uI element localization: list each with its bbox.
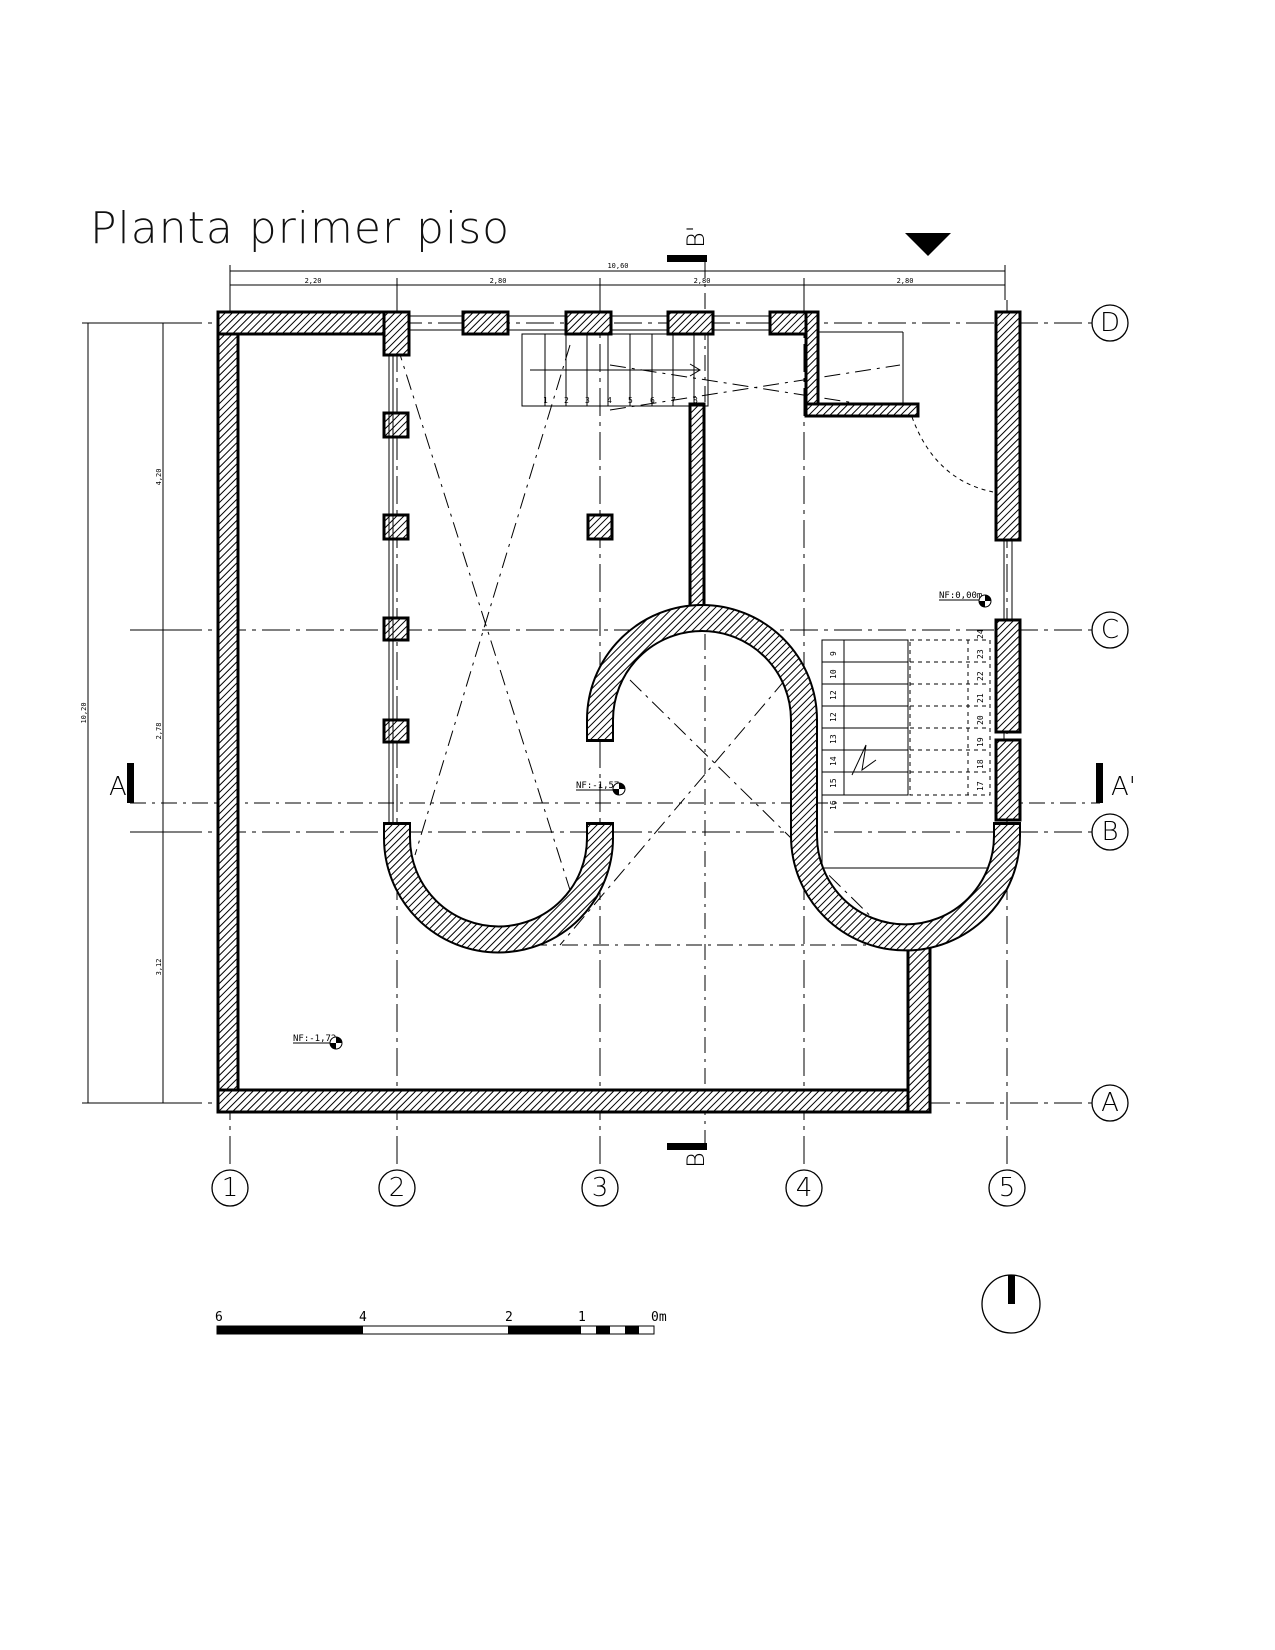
- dimension-left-segment: 4,20: [155, 469, 163, 486]
- scale-label: 6: [215, 1310, 223, 1325]
- grid-column-label: 3: [592, 1173, 609, 1203]
- grid-bubble: [378, 1169, 416, 1207]
- section-label-b-prime: B': [682, 226, 710, 248]
- grid-column-label: 2: [389, 1173, 406, 1203]
- dimension-left-overall: 10,20: [80, 702, 88, 723]
- dimension-overall: 10,60: [607, 262, 628, 270]
- dimension-segment: 2,20: [305, 277, 322, 285]
- section-arrow-left: [127, 763, 134, 803]
- level-label-middle: NF:-1,57: [576, 781, 619, 791]
- stair-number: 17: [976, 781, 985, 791]
- grid-column-label: 5: [999, 1173, 1016, 1203]
- stair-number: 5: [628, 396, 633, 405]
- stair-number: 22: [976, 671, 985, 681]
- grid-row-label: D: [1100, 308, 1120, 338]
- stair-number: 24: [976, 629, 985, 639]
- stair-number: 6: [650, 396, 655, 405]
- level-marker-entry: NF:0,00m: [939, 591, 992, 608]
- grid-bubble: [1091, 813, 1129, 851]
- section-line-a: A A': [109, 763, 1136, 804]
- curved-walls: [383, 604, 1021, 954]
- void-markings: [396, 331, 994, 946]
- stair-number: 20: [976, 715, 985, 725]
- grid-bubble: [1091, 1084, 1129, 1122]
- dimension-segment: 2,80: [490, 277, 507, 285]
- section-arrow-bottom: [667, 1143, 707, 1150]
- grid-row-label: A: [1101, 1088, 1119, 1118]
- dimension-segment: 2,80: [897, 277, 914, 285]
- stair-number: 13: [829, 734, 838, 744]
- grid-row-label: B: [1101, 817, 1118, 847]
- grid-row-label: C: [1101, 615, 1119, 645]
- stair-number: 14: [829, 756, 838, 766]
- top-dimension-chain: 10,60 2,20 2,80 2,80 2,80: [229, 262, 1006, 300]
- section-label-b: B: [682, 1152, 710, 1168]
- interior-walls: [688, 310, 920, 621]
- stair-number: 21: [976, 693, 985, 703]
- level-marker-lower: NF:-1,72: [293, 1034, 343, 1050]
- section-arrow-top: [667, 255, 707, 262]
- scale-label: 0m: [651, 1310, 667, 1325]
- stair-number: 18: [976, 759, 985, 769]
- grid-bubble: [1091, 611, 1129, 649]
- stair-number: 12: [829, 712, 838, 722]
- grid-bubble: [988, 1169, 1026, 1207]
- scale-label: 4: [359, 1310, 367, 1325]
- scale-bar: 6 4 2 1 0m: [215, 1310, 667, 1335]
- section-label-a-prime: A': [1111, 772, 1136, 802]
- stair-number: 16: [829, 800, 838, 810]
- dimension-left-segment: 3,12: [155, 959, 163, 976]
- scale-bar-segment: [625, 1326, 639, 1334]
- dimension-segment: 2,80: [694, 277, 711, 285]
- stair-number: 19: [976, 737, 985, 747]
- grid-column-label: 1: [222, 1173, 239, 1203]
- level-marker-middle: NF:-1,57: [576, 781, 626, 796]
- grid-bubble: [1091, 304, 1129, 342]
- stair-number: 3: [585, 396, 590, 405]
- level-label-lower: NF:-1,72: [293, 1034, 336, 1044]
- plan-title: Planta primer piso: [90, 203, 510, 254]
- columns: [382, 310, 817, 822]
- stair-number: 9: [829, 651, 838, 656]
- stair-number: 10: [829, 669, 838, 679]
- stair-number: 4: [607, 396, 612, 405]
- grid-row-bubbles: D C B A: [1091, 304, 1129, 1122]
- north-arrow-icon: [981, 1274, 1041, 1334]
- left-dimension-chain: 10,20 4,20 2,78 3,12: [80, 322, 175, 1104]
- grid-bubble: [581, 1169, 619, 1207]
- stair-number: 15: [829, 778, 838, 788]
- stair-number: 23: [976, 649, 985, 659]
- section-label-a: A: [109, 772, 127, 802]
- section-arrow-right: [1096, 763, 1103, 803]
- scale-label: 1: [578, 1310, 586, 1325]
- grid-bubble: [785, 1169, 823, 1207]
- upper-stair: 1 2 3 4 5 6 7 8: [521, 333, 709, 407]
- dimension-left-segment: 2,78: [155, 723, 163, 740]
- scale-bar-segment: [508, 1326, 581, 1334]
- stair-number: 2: [564, 396, 569, 405]
- lower-stair: 9 10 12 12 13 14 15 16 24 23 22 21 20 19…: [821, 629, 991, 870]
- grid-column-bubbles: 1 2 3 4 5: [211, 1169, 1026, 1207]
- outer-walls: [216, 310, 1022, 1114]
- scale-bar-segment: [217, 1326, 363, 1334]
- grid-column-label: 4: [796, 1173, 813, 1203]
- scale-label: 2: [505, 1310, 513, 1325]
- stair-number: 8: [693, 396, 698, 405]
- scale-bar-segment: [596, 1326, 610, 1334]
- stair-number: 7: [671, 396, 676, 405]
- stair-number: 1: [543, 396, 548, 405]
- stair-number: 12: [829, 690, 838, 700]
- grid-bubble: [211, 1169, 249, 1207]
- entry-arrow-icon: [905, 233, 951, 256]
- level-label-entry: NF:0,00m: [939, 591, 982, 601]
